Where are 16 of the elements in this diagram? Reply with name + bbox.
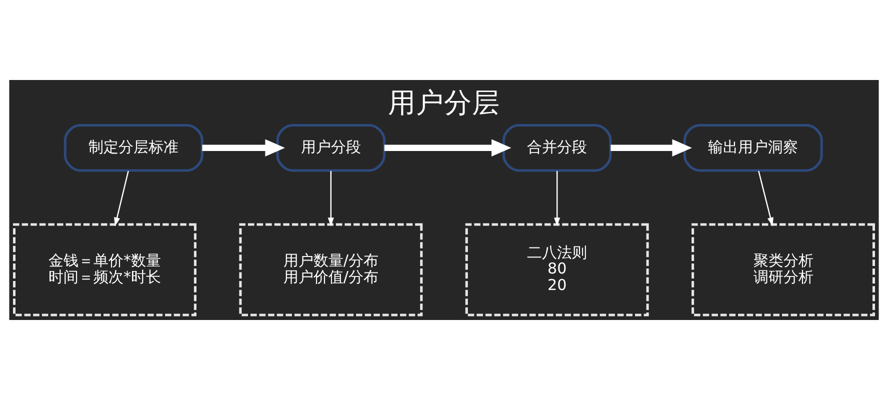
arrow <box>328 171 334 226</box>
node-box: 输出用户洞察 <box>683 124 823 172</box>
node-box: 用户数量/分布 用户价值/分布 <box>239 223 423 316</box>
node-box: 合并分段 <box>502 124 612 172</box>
arrow <box>554 171 560 226</box>
node-box: 金钱＝单价*数量 时间＝频次*时长 <box>13 223 196 316</box>
arrow <box>114 170 129 226</box>
node-box: 用户分段 <box>276 124 386 172</box>
diagram-title: 用户分层 <box>388 86 500 120</box>
arrow <box>758 170 774 226</box>
node-box: 二八法则 80 20 <box>465 223 649 316</box>
arrow <box>610 139 692 156</box>
arrow <box>202 139 285 156</box>
node-box: 制定分层标准 <box>64 124 204 172</box>
node-box: 聚类分析 调研分析 <box>692 223 875 316</box>
arrow <box>384 139 512 156</box>
